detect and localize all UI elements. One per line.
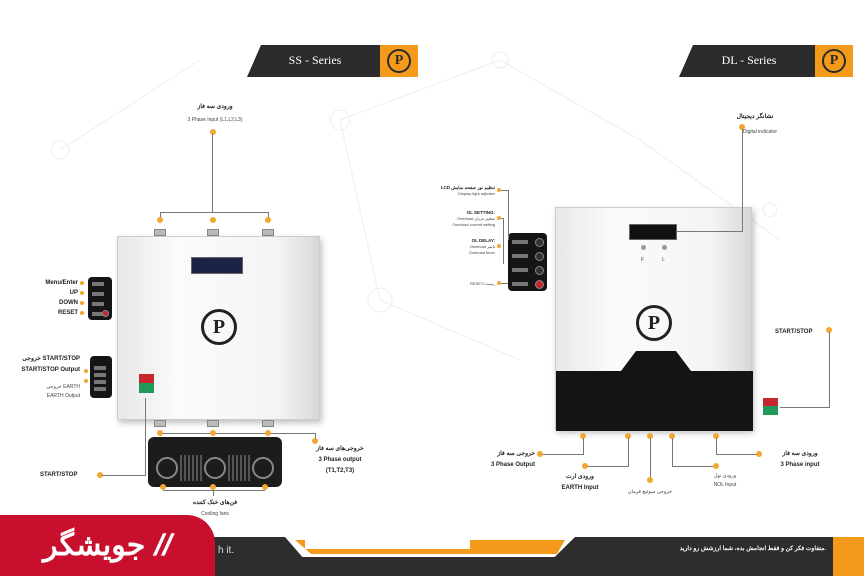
ss-start-stop-button[interactable] [139, 374, 154, 393]
dl-input-fa: ورودی سه فاز [782, 451, 818, 457]
dl-soft-starter-device: F L P [555, 207, 753, 431]
dl-series-banner: DL - Series [679, 45, 819, 77]
key-label-reset: RESET [57, 310, 78, 316]
fans-label-en: Cooling fans [201, 511, 229, 517]
fan-icon [204, 457, 226, 479]
ol-delay-en: Overload timer [468, 250, 495, 255]
ss-terminal-block [90, 356, 112, 398]
ol-delay-fa: Overload تایمر [469, 244, 495, 249]
ss-output-fa: خروجی‌های سه فاز [316, 446, 364, 452]
watermark-brand-logo: جویشگر // [0, 515, 215, 576]
led-label-f: F [641, 257, 645, 263]
dl-input-en: 3 Phase input [780, 462, 820, 468]
dl-startstop-label: START/STOP [775, 329, 813, 335]
key-label-down: DOWN [59, 300, 78, 306]
ss-lcd-display [191, 257, 243, 274]
dl-bottom-cover [556, 351, 753, 431]
ss-earth-output-en: EARTH Output [46, 393, 80, 399]
dl-start-stop-button[interactable] [763, 398, 778, 415]
nol-input-en: NOL Input [713, 482, 737, 488]
ss-earth-output-fa: خروجی EARTH [46, 384, 80, 390]
ss-keypad [88, 277, 112, 320]
ss-logo-box: P [380, 45, 418, 77]
ss-soft-starter-device: P [117, 236, 320, 420]
earth-input-fa: ورودی ارت [566, 474, 594, 480]
brand-logo-icon: P [387, 49, 411, 73]
watermark-logo-icon: // [151, 528, 177, 562]
fan-icon [252, 457, 274, 479]
digital-indicator-fa: نشانگر دیجیتال [736, 114, 774, 120]
ss-series-title: SS - Series [288, 53, 342, 67]
reset-label: RESET/ریست [470, 281, 495, 286]
key-label-menu-enter: Menu/Enter [45, 280, 78, 286]
ol-setting-title: OL SETTING: [466, 210, 495, 215]
dl-output-en: 3 Phase Output [490, 462, 535, 468]
footer-left-text: h it. [218, 545, 235, 556]
dl-series-title: DL - Series [721, 53, 777, 67]
dl-output-fa: خروجی سه فاز [497, 451, 535, 457]
device-logo-icon: P [201, 309, 237, 345]
ss-series-banner: SS - Series [247, 45, 383, 77]
ss-input-label-fa: ورودی سه فاز [197, 104, 233, 110]
ss-startstop-label: START/STOP [40, 472, 78, 478]
dl-logo-box: P [815, 45, 853, 77]
fan-icon [156, 457, 178, 479]
dl-keypad [508, 233, 547, 291]
watermark-brand-name: جویشگر [43, 529, 146, 562]
device-logo-icon: P [636, 305, 672, 341]
ss-output-en: 3 Phase output [318, 457, 362, 463]
fans-label-fa: فن‌های خنک کننده [192, 500, 238, 506]
earth-input-en: EARTH Input [561, 485, 599, 491]
ss-input-label-en: 3 Phase Input (L1,L2,L3) [187, 117, 243, 123]
footer-slogan: متفاوت فکر کن و فقط انجامش بده، شما ارزش… [679, 546, 826, 552]
lcd-adjust-fa: LCD تنظیم نور صفحه نمایش [440, 185, 495, 190]
digital-indicator-en: Digital indicator [742, 129, 778, 135]
ol-setting-fa: Overload تنظیم جریان [457, 216, 495, 221]
control-switch-output-fa: خروجی سوئیچ فرمان [627, 489, 673, 495]
lcd-adjust-en: Display light adjuster [458, 191, 495, 196]
ol-setting-en: Overload current setting [452, 222, 495, 227]
led-label-l: L [662, 257, 665, 263]
ss-startstop-output-en: START/STOP Output [21, 367, 80, 373]
nol-input-fa: ورودی نول [713, 473, 737, 479]
ss-startstop-output-fa: خروجی START/STOP [22, 356, 80, 362]
ol-delay-title: OL DELAY: [471, 238, 495, 243]
footer-orange-block [833, 537, 864, 576]
key-label-up: UP [69, 290, 78, 296]
dl-lcd-display [629, 224, 677, 240]
ss-output-terminals: (T1,T2,T3) [325, 468, 355, 474]
cooling-fan-unit [148, 437, 282, 487]
brand-logo-icon: P [822, 49, 846, 73]
